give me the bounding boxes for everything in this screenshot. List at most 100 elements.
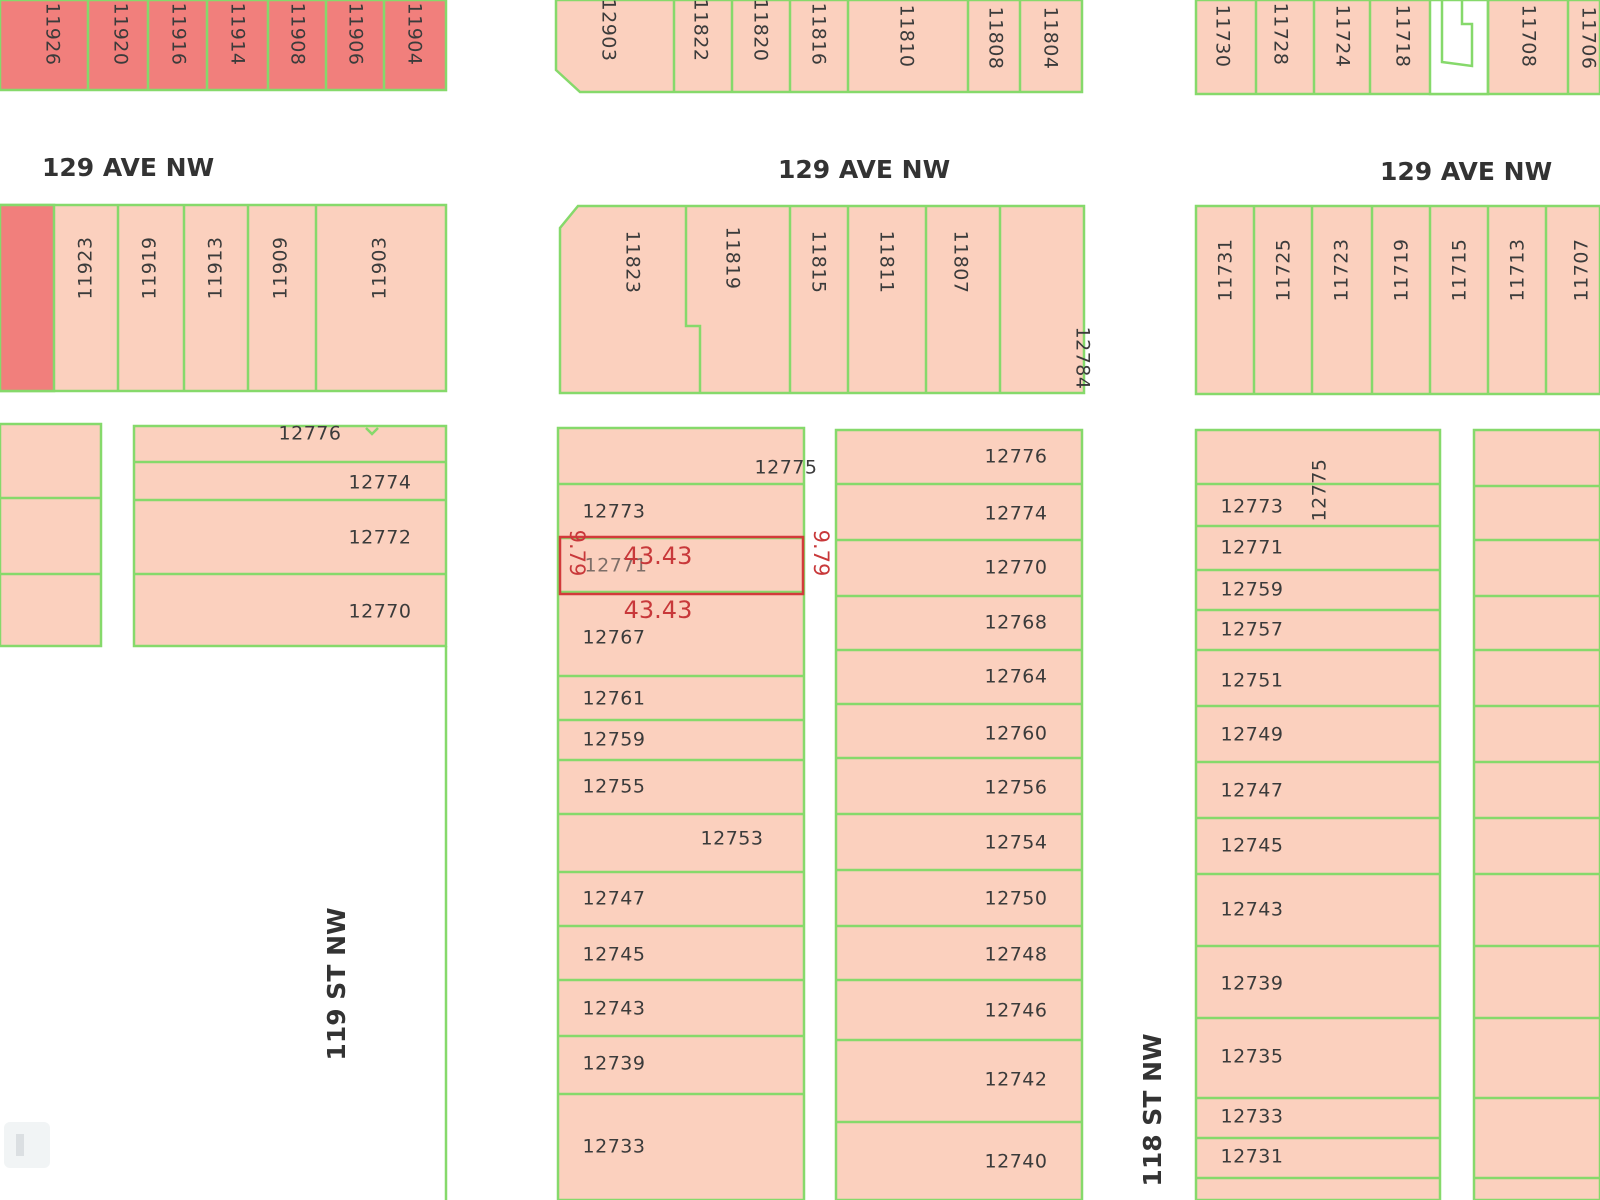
lot-label: 11811 <box>876 231 898 294</box>
lot-label: 12743 <box>1221 899 1284 921</box>
lot-label: 11816 <box>808 3 830 66</box>
lot-label: 12774 <box>349 472 412 494</box>
lot-label: 12775 <box>755 457 818 479</box>
lot-label: 12740 <box>985 1151 1048 1173</box>
lot-label: 12747 <box>583 888 646 910</box>
lot-label: 12771 <box>1221 537 1284 559</box>
lot-label: 12731 <box>1221 1146 1284 1168</box>
mid-right-block: 11731 11725 11723 11719 11715 11713 1170… <box>1194 204 1600 396</box>
right-block: 12775 12773 12771 12759 12757 12751 1274… <box>1194 428 1442 1200</box>
lot-label: 12748 <box>985 944 1048 966</box>
lot-label: 12784 <box>1072 327 1094 390</box>
lot-label: 11718 <box>1392 5 1414 68</box>
mid-center-block: 11823 11819 11815 11811 11807 12784 <box>558 204 1094 395</box>
lot-label: 11908 <box>287 3 309 66</box>
lot-label: 11713 <box>1507 239 1529 302</box>
lot-label: 12759 <box>583 729 646 751</box>
lot-label: 11715 <box>1449 239 1471 302</box>
street-label-118-st: 118 ST NW <box>1138 1033 1167 1186</box>
lot-label: 11723 <box>1331 239 1353 302</box>
lot-label: 11926 <box>42 3 64 66</box>
lot-label: 11819 <box>722 227 744 290</box>
lot-label: 12747 <box>1221 780 1284 802</box>
center-west-block: 12775 12773 12771 12767 12761 12759 1275… <box>556 426 818 1200</box>
lot-label: 11904 <box>404 3 426 66</box>
street-label-129-ave-center: 129 AVE NW <box>778 155 950 184</box>
lot-label: 12770 <box>349 601 412 623</box>
center-east-block: 12776 12774 12770 12768 12764 12760 1275… <box>834 428 1084 1200</box>
lot-label: 12754 <box>985 832 1048 854</box>
lot-label: 11808 <box>985 7 1007 70</box>
mid-right-block-outline <box>1194 204 1600 396</box>
lot-label: 12756 <box>985 777 1048 799</box>
lot-label: 11914 <box>227 3 249 66</box>
lot-label: 11707 <box>1571 239 1593 302</box>
lot-label: 12739 <box>1221 973 1284 995</box>
lot-label: 12776 <box>279 423 342 445</box>
lot-label: 11725 <box>1273 239 1295 302</box>
lot-label: 12753 <box>701 828 764 850</box>
lot-label: 12743 <box>583 998 646 1020</box>
lot-label: 12746 <box>985 1000 1048 1022</box>
subject-parcel-highlight: 43.43 43.43 9.79 9.79 <box>558 530 833 624</box>
far-left-block <box>0 422 103 648</box>
lot-label: 12772 <box>349 527 412 549</box>
lot-label: 12759 <box>1221 579 1284 601</box>
lot-label: 12745 <box>1221 835 1284 857</box>
lot-label: 12764 <box>985 666 1048 688</box>
lot-label: 11920 <box>110 3 132 66</box>
lot-label: 11919 <box>139 237 161 300</box>
lot-label: 12771 <box>585 555 648 577</box>
lot-label: 12773 <box>1221 496 1284 518</box>
lot-label: 11807 <box>950 231 972 294</box>
lot-label: 12739 <box>583 1053 646 1075</box>
lot-label: 12903 <box>598 0 620 61</box>
lot-label: 11913 <box>205 237 227 300</box>
lot-label: 12733 <box>583 1136 646 1158</box>
far-right-block <box>1472 428 1600 1200</box>
street-label-119-st: 119 ST NW <box>322 907 351 1060</box>
lot-label: 11706 <box>1578 7 1600 70</box>
lot-label: 11822 <box>690 0 712 61</box>
lot-label: 12767 <box>583 627 646 649</box>
lot-label: 12768 <box>985 612 1048 634</box>
parcel-length-top: 43.43 <box>624 542 693 570</box>
top-center-block: 12903 11822 11820 11816 11810 11808 1180… <box>554 0 1084 94</box>
lot-label: 12750 <box>985 888 1048 910</box>
top-center-block-outline <box>554 0 1084 94</box>
top-right-block: 11730 11728 11724 11718 11708 11706 <box>1194 0 1600 96</box>
lot-label: 12749 <box>1221 724 1284 746</box>
lot-label: 12757 <box>1221 619 1284 641</box>
lot-label: 12760 <box>985 723 1048 745</box>
far-right-block-outline <box>1472 428 1600 1200</box>
lot-label: 12751 <box>1221 670 1284 692</box>
lot-label: 11810 <box>896 5 918 68</box>
lot-label: 12755 <box>583 776 646 798</box>
street-label-129-ave-left: 129 AVE NW <box>42 153 214 182</box>
lot-label: 11820 <box>750 0 772 61</box>
lot-label: 11731 <box>1215 239 1237 302</box>
parcel-width-right: 9.79 <box>809 530 833 577</box>
watermark-logo-mark <box>16 1134 24 1156</box>
lot-label: 12775 <box>1309 459 1331 522</box>
lot-label: 12776 <box>985 446 1048 468</box>
lot-label: 12742 <box>985 1069 1048 1091</box>
lot-label: 11916 <box>168 3 190 66</box>
lot-label: 12745 <box>583 944 646 966</box>
parcel-length-bottom: 43.43 <box>624 596 693 624</box>
top-left-block: 11926 11920 11916 11914 11908 11906 1190… <box>0 0 448 92</box>
left-block: 12776 12774 12772 12770 <box>132 423 448 648</box>
lot-label: 11906 <box>345 3 367 66</box>
lot-label: 11708 <box>1518 5 1540 68</box>
top-left-block-outline <box>0 0 448 92</box>
lot-label: 12770 <box>985 557 1048 579</box>
lot-label: 11923 <box>75 237 97 300</box>
subject-parcel-outline <box>558 535 805 596</box>
street-label-129-ave-right: 129 AVE NW <box>1380 157 1552 186</box>
top-right-block-outline <box>1194 0 1600 96</box>
far-left-block-outline <box>0 422 103 648</box>
watermark-logo-icon <box>4 1122 50 1168</box>
lot-label: 11719 <box>1391 239 1413 302</box>
mid-left-block: 11923 11919 11913 11909 11903 <box>0 203 448 393</box>
